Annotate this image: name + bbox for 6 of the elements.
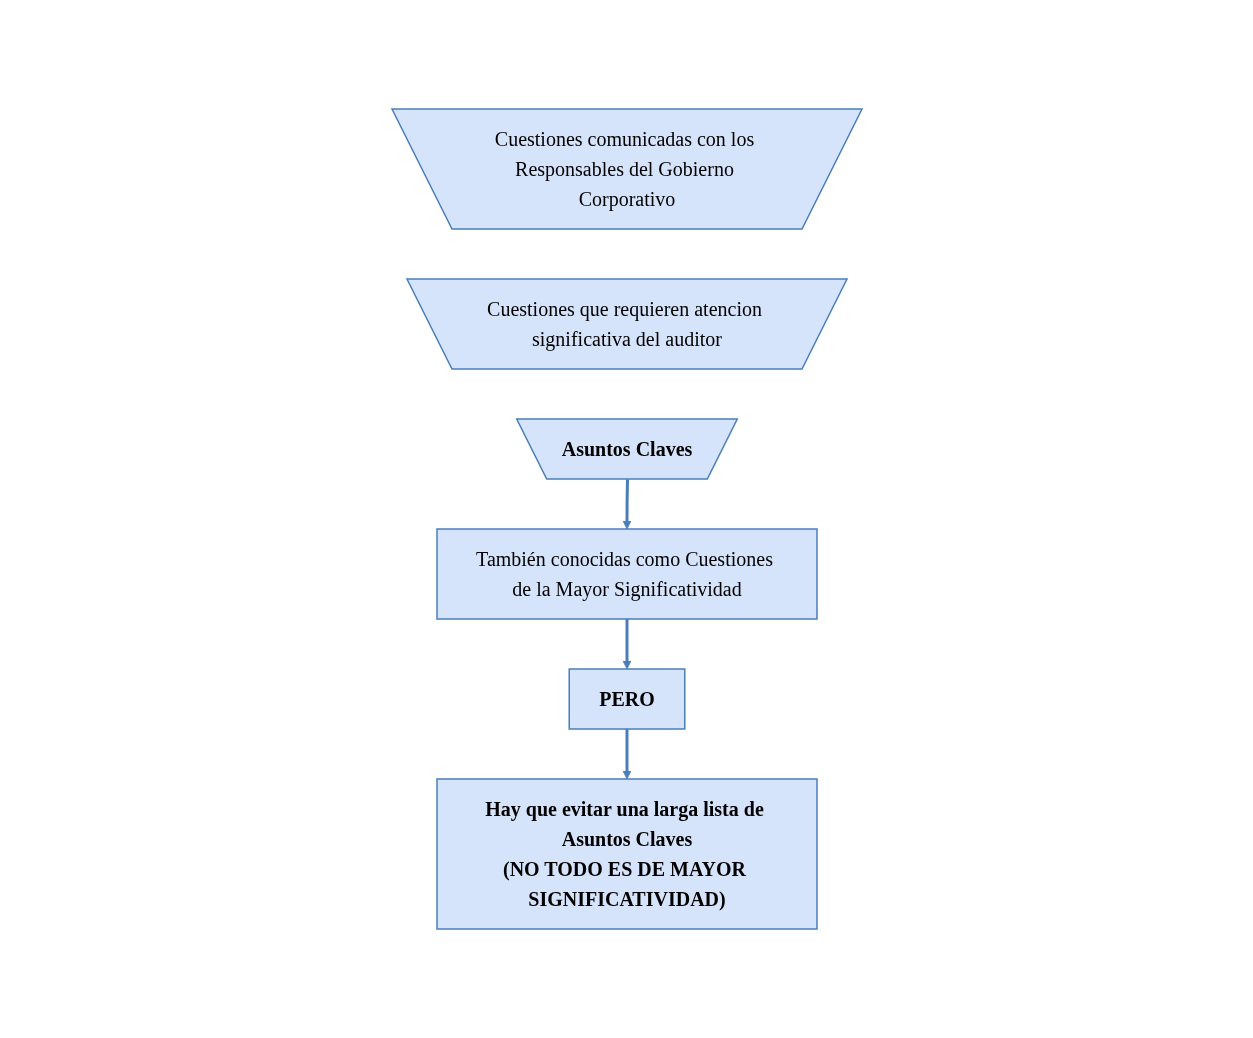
node-box: También conocidas como Cuestiones de la Mayor Significatividad bbox=[435, 528, 818, 620]
node-box: Hay que evitar una larga lista de Asuntos Claves (NO TODO ES DE MAYOR SIGNIFICATIVIDAD) bbox=[435, 778, 818, 930]
arrow bbox=[622, 729, 631, 780]
node-box: PERO bbox=[567, 668, 686, 730]
arrow bbox=[622, 479, 631, 530]
arrow bbox=[622, 619, 631, 670]
